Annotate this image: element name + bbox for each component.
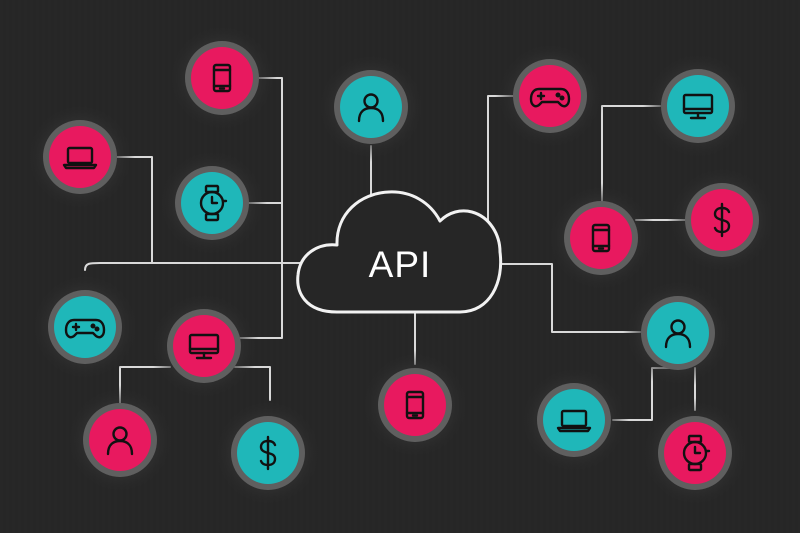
node-user-right[interactable] xyxy=(623,278,733,388)
node-phone-bottom[interactable] xyxy=(360,350,470,460)
connector-line xyxy=(499,263,641,333)
phone-icon xyxy=(212,63,232,93)
node-dollar-bottom[interactable] xyxy=(213,398,323,508)
device-nodes xyxy=(25,23,777,508)
node-disc xyxy=(191,47,253,109)
api-cloud[interactable]: API xyxy=(296,190,503,314)
node-gamepad-left[interactable] xyxy=(30,272,140,382)
cloud-label: API xyxy=(369,244,432,285)
cloud-shape xyxy=(296,190,503,314)
node-watch-bottom-right[interactable] xyxy=(640,398,750,508)
node-monitor-top-right[interactable] xyxy=(643,51,753,161)
node-laptop-bottom-right[interactable] xyxy=(519,365,629,475)
node-dollar-right[interactable] xyxy=(667,165,777,275)
node-disc xyxy=(54,296,116,358)
user-icon xyxy=(357,93,385,123)
laptop-icon xyxy=(62,146,98,170)
node-monitor-left[interactable] xyxy=(149,291,259,401)
dollar-icon xyxy=(259,435,277,471)
connector-line xyxy=(84,262,301,271)
gamepad-icon xyxy=(64,318,106,339)
node-disc xyxy=(49,126,111,188)
node-laptop-left[interactable] xyxy=(25,102,135,212)
dollar-icon xyxy=(713,202,731,238)
node-disc xyxy=(570,207,632,269)
node-disc xyxy=(543,389,605,451)
phone-icon xyxy=(591,223,611,253)
gamepad-icon xyxy=(529,87,571,108)
node-watch-left[interactable] xyxy=(157,148,267,258)
watch-icon xyxy=(682,434,711,472)
laptop-icon xyxy=(556,409,592,433)
user-icon xyxy=(664,319,692,349)
monitor-icon xyxy=(188,333,220,360)
node-disc xyxy=(384,374,446,436)
node-disc xyxy=(519,65,581,127)
user-icon xyxy=(106,426,134,456)
watch-icon xyxy=(199,184,228,222)
node-user-bottom-left[interactable] xyxy=(65,385,175,495)
node-disc xyxy=(667,75,729,137)
node-gamepad-top-right[interactable] xyxy=(495,41,605,151)
phone-icon xyxy=(405,390,425,420)
monitor-icon xyxy=(682,93,714,120)
node-phone-top-left[interactable] xyxy=(167,23,277,133)
node-phone-right[interactable] xyxy=(546,183,656,293)
node-disc xyxy=(173,315,235,377)
node-user-top[interactable] xyxy=(316,52,426,162)
